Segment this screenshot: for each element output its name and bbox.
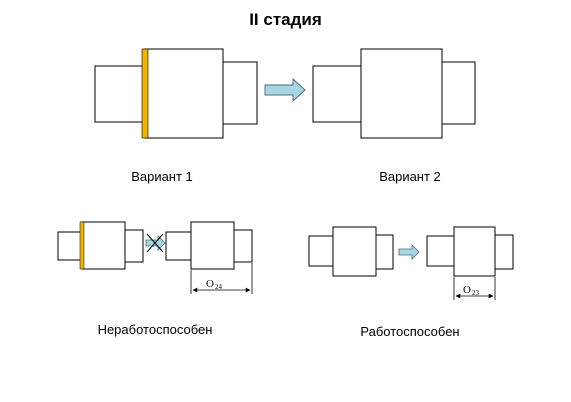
nw-b-main-body	[190, 221, 235, 270]
variant2-assembly	[312, 48, 476, 139]
dim-o24-sub: 24	[215, 283, 223, 291]
working-assembly-a	[308, 226, 394, 277]
stage-title: II стадия	[249, 10, 322, 29]
not-working-assembly-b	[165, 221, 253, 270]
dimension-o23: O 23	[453, 277, 496, 300]
variant2-right-shaft	[441, 61, 476, 125]
dim-o23-sub: 23	[472, 289, 480, 297]
small-arrow-right	[398, 244, 420, 260]
caption-not-working: Неработоспособен	[97, 322, 213, 337]
variant2-main-body	[360, 48, 443, 139]
transition-arrow	[264, 77, 306, 103]
variant1-assembly	[94, 48, 258, 139]
nw-a-main-body	[81, 221, 126, 270]
caption-variant2: Вариант 2	[379, 169, 441, 184]
variant1-yellow-stripe	[141, 48, 149, 139]
blocked-arrow	[145, 233, 166, 253]
cross-mark-2	[146, 233, 164, 253]
nw-a-left-shaft	[57, 231, 83, 261]
w-a-right-shaft	[375, 234, 394, 270]
variant2-left-shaft	[312, 65, 362, 123]
w-a-main-body	[332, 226, 377, 277]
w-b-left-shaft	[426, 235, 455, 267]
nw-a-yellow-stripe	[79, 221, 85, 270]
nw-b-left-shaft	[165, 231, 192, 261]
nw-b-right-shaft	[233, 229, 253, 263]
dimension-o24: O 24	[190, 263, 253, 294]
variant1-main-body	[144, 48, 224, 139]
w-b-right-shaft	[494, 234, 514, 270]
nw-a-right-shaft	[124, 229, 144, 263]
dim-o23-letter: O	[463, 284, 471, 296]
working-assembly-b	[426, 226, 514, 277]
dim-o24-letter: O	[206, 278, 214, 290]
caption-variant1: Вариант 1	[131, 169, 193, 184]
w-a-left-shaft	[308, 235, 334, 267]
variant1-left-shaft	[94, 65, 146, 123]
caption-working: Работоспособен	[360, 324, 460, 339]
w-b-main-body	[453, 226, 496, 277]
variant1-right-shaft	[222, 61, 258, 125]
not-working-assembly-a	[57, 221, 144, 270]
